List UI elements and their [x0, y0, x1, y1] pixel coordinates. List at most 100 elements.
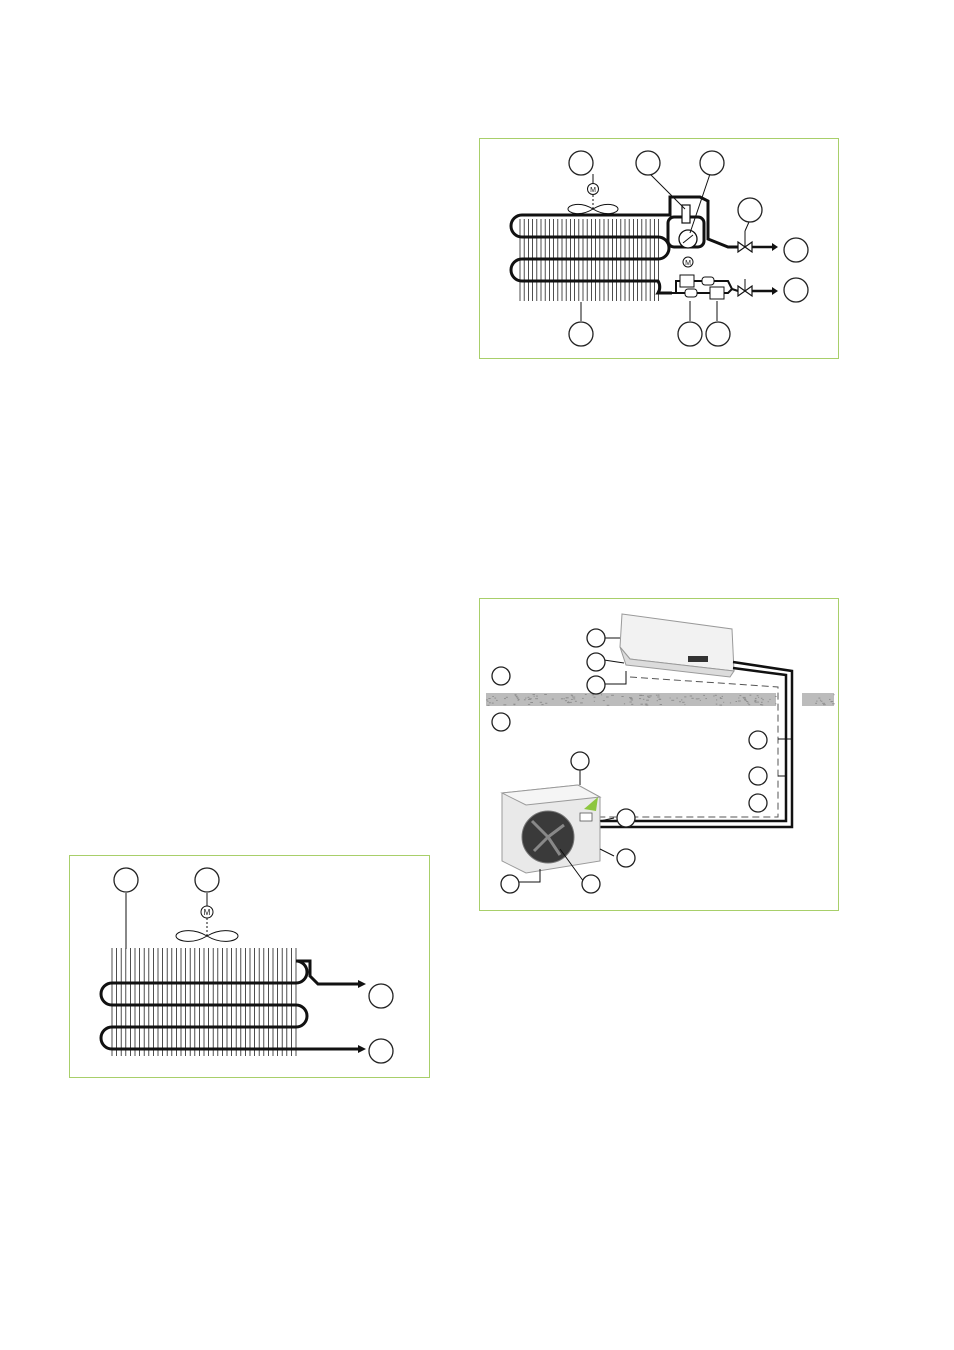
- wall-speck: [487, 704, 490, 706]
- compressor-motor-label: M: [685, 260, 691, 267]
- wall-speck: [629, 701, 632, 703]
- callout-13: [581, 874, 601, 894]
- wall-speck: [656, 700, 658, 702]
- wall-speck: [754, 700, 756, 702]
- wall-speck: [551, 698, 554, 700]
- wall-speck: [713, 695, 715, 697]
- wall-speck: [714, 694, 717, 696]
- wall-speck: [631, 703, 634, 705]
- callout-6: [783, 277, 809, 303]
- wall-speck: [491, 702, 494, 704]
- wall-speck: [492, 696, 494, 697]
- wall-speck: [527, 703, 531, 705]
- wall-speck: [671, 699, 675, 701]
- wall-speck: [535, 698, 538, 700]
- wall-speck: [657, 696, 660, 698]
- wall-speck: [754, 701, 758, 703]
- wall-speck: [525, 697, 527, 699]
- wall-speck: [762, 699, 764, 701]
- callout-8: [677, 321, 703, 347]
- indoor-unit: [619, 613, 735, 678]
- discharge-line: [665, 195, 738, 249]
- callout-2: [194, 867, 220, 893]
- drain-line: [600, 676, 779, 818]
- wall-speck: [644, 703, 647, 705]
- wall-speck: [833, 694, 835, 696]
- callout-5: [783, 237, 809, 263]
- callout-3: [699, 150, 725, 176]
- callout-3: [368, 983, 394, 1009]
- wall-speck: [719, 697, 722, 699]
- wall-speck: [515, 695, 518, 697]
- split-installation-diagram: [486, 613, 835, 894]
- wall-speck: [830, 701, 832, 703]
- wall-speck: [655, 694, 658, 696]
- wall-speck: [591, 694, 594, 696]
- fan-icon: M: [567, 183, 619, 215]
- wall-speck: [815, 702, 817, 704]
- wall-speck: [645, 704, 649, 706]
- wall-speck: [739, 695, 742, 697]
- fan-icon: M: [175, 905, 239, 942]
- wall-speck: [582, 697, 584, 699]
- filter-drier-icon: [684, 276, 715, 298]
- wall-speck: [513, 704, 516, 706]
- wall-speck: [606, 704, 610, 706]
- wall-speck: [593, 696, 596, 698]
- wall-speck: [530, 702, 533, 703]
- wall-speck: [774, 696, 777, 697]
- wall-speck: [567, 702, 569, 704]
- wall-speck: [571, 695, 574, 697]
- wall-speck: [629, 697, 633, 699]
- wall-speck: [569, 701, 572, 703]
- wall-speck: [756, 695, 759, 697]
- wall-speck: [749, 694, 752, 696]
- wall-speck: [719, 697, 723, 699]
- outdoor-unit: [500, 784, 602, 874]
- capillary-coil: [679, 274, 725, 300]
- wall-speck: [527, 696, 530, 698]
- callout-2: [635, 150, 661, 176]
- callout-5: [491, 712, 511, 732]
- wall-speck: [566, 697, 569, 699]
- wall-speck: [681, 699, 683, 701]
- wall-speck: [698, 698, 700, 700]
- wall-speck: [606, 696, 609, 698]
- wall-speck: [689, 695, 693, 697]
- wall-speck: [517, 697, 519, 699]
- tube-path: [99, 959, 358, 1051]
- wall-speck: [496, 699, 498, 701]
- motor-icon: [682, 256, 694, 268]
- wall-speck: [536, 695, 538, 697]
- compressor-icon: [678, 229, 698, 249]
- wall-speck: [829, 698, 831, 700]
- wall-segment: [802, 693, 834, 706]
- callout-4: [737, 197, 763, 223]
- wall-speck: [568, 702, 570, 704]
- wall-speck: [823, 704, 826, 706]
- wall-speck: [539, 701, 543, 703]
- wall-speck: [642, 698, 645, 700]
- wall-speck: [676, 697, 678, 699]
- wall-speck: [703, 694, 705, 696]
- callout-10: [616, 808, 636, 828]
- wall-speck: [640, 703, 643, 705]
- wall-speck: [514, 694, 517, 696]
- inlet-arrow: [358, 1045, 366, 1053]
- wall-speck: [574, 700, 577, 702]
- wall-speck: [565, 697, 568, 699]
- wall-speck: [747, 702, 750, 704]
- condenser-tube: [509, 213, 672, 295]
- wall-speck: [818, 697, 821, 699]
- callout-8: [748, 766, 768, 786]
- callout-1: [568, 150, 594, 176]
- wall-speck: [746, 701, 749, 702]
- wall-speck: [757, 701, 759, 703]
- callout-12: [500, 874, 520, 894]
- wall-speck: [649, 695, 652, 697]
- wall-speck: [679, 701, 681, 703]
- wall-speck: [504, 698, 506, 700]
- wall-speck: [560, 698, 564, 700]
- wall-speck: [735, 701, 737, 702]
- outdoor-unit-circuit-diagram: M M: [509, 150, 809, 347]
